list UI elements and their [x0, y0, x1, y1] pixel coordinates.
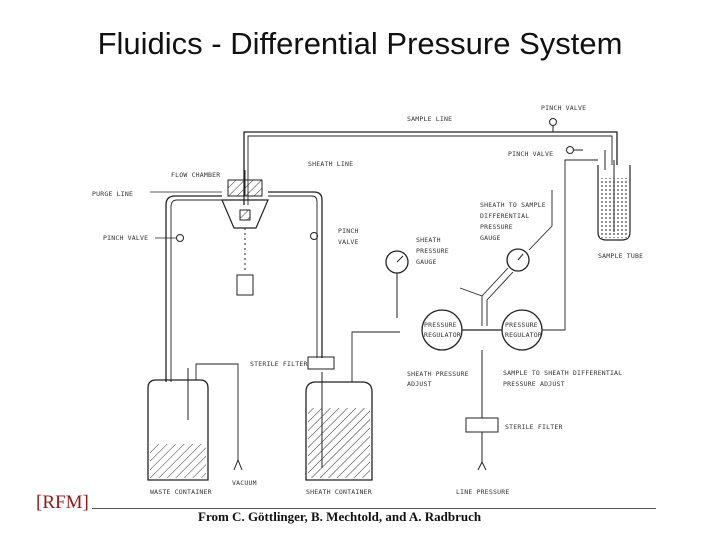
- label-sheath-gauge-3: GAUGE: [416, 258, 437, 266]
- label-sheath-gauge-1: SHEATH: [416, 236, 441, 244]
- purge-line: [150, 191, 222, 382]
- label-purge-line: PURGE LINE: [92, 190, 133, 198]
- label-gauge-2: DIFFERENTIAL: [480, 212, 529, 220]
- label-pinch-valve-top: PINCH VALVE: [541, 104, 586, 112]
- label-gauge-3: PRESSURE: [480, 223, 513, 231]
- differential-gauge-icon: [506, 248, 530, 272]
- label-pinch-mid-2: VALVE: [338, 238, 359, 246]
- label-flow-chamber: FLOW CHAMBER: [171, 171, 220, 179]
- label-sheath-container: SHEATH CONTAINER: [306, 488, 372, 496]
- pinch-valve-left-icon: [155, 234, 184, 242]
- label-regulator-left-1: PRESSURE: [424, 321, 457, 329]
- sheath-line: [268, 191, 323, 358]
- sheath-container: [305, 372, 373, 481]
- label-sample-adjust-2: PRESSURE ADJUST: [503, 380, 565, 388]
- label-waste-container: WASTE CONTAINER: [150, 488, 212, 496]
- label-sterile-filter-right: STERILE FILTER: [505, 423, 563, 431]
- vacuum-line: [195, 363, 243, 471]
- label-pinch-valve-right: PINCH VALVE: [508, 150, 553, 158]
- pressure-regulator-right-icon: [501, 309, 543, 351]
- label-regulator-left-2: REGULATOR: [424, 331, 461, 339]
- label-sample-adjust-1: SAMPLE TO SHEATH DIFFERENTIAL: [503, 369, 622, 377]
- label-vacuum: VACUUM: [232, 479, 257, 487]
- page-title: Fluidics - Differential Pressure System: [97, 26, 623, 61]
- pinch-valve-mid-icon: [310, 232, 318, 240]
- sample-tube: [597, 150, 631, 241]
- sheath-air-line: [351, 331, 400, 382]
- label-sheath-adjust-2: ADJUST: [407, 380, 432, 388]
- rfm-watermark: [RFM]: [36, 492, 89, 513]
- pressure-regulator-left-icon: [421, 309, 463, 351]
- waste-container: [147, 368, 209, 481]
- label-regulator-right-1: PRESSURE: [505, 321, 538, 329]
- label-sheath-gauge-2: PRESSURE: [416, 247, 449, 255]
- label-gauge-4: GAUGE: [480, 234, 501, 242]
- flow-chamber: [221, 170, 269, 296]
- label-regulator-right-2: REGULATOR: [505, 331, 542, 339]
- label-pinch-valve-left: PINCH VALVE: [103, 234, 148, 242]
- label-sample-line: SAMPLE LINE: [407, 115, 452, 123]
- sample-line: [243, 131, 618, 205]
- credit-text: From C. Göttlinger, B. Mechtold, and A. …: [198, 509, 482, 524]
- label-pinch-mid-1: PINCH: [338, 227, 359, 235]
- sheath-pressure-gauge-icon: [385, 250, 409, 318]
- label-gauge-1: SHEATH TO SAMPLE: [480, 201, 546, 209]
- label-sheath-adjust-1: SHEATH PRESSURE: [407, 370, 469, 378]
- label-sterile-filter-left: STERILE FILTER: [250, 360, 308, 368]
- label-sample-tube: SAMPLE TUBE: [598, 252, 643, 260]
- pinch-valve-top-icon: [549, 118, 557, 132]
- label-sheath-line: SHEATH LINE: [308, 160, 353, 168]
- regulator-manifold: [459, 159, 598, 418]
- sterile-filter-left: [307, 356, 335, 370]
- pinch-valve-right-icon: [566, 146, 583, 154]
- sterile-filter-right: [465, 417, 499, 471]
- label-line-pressure: LINE PRESSURE: [456, 488, 509, 496]
- footer-divider: [92, 508, 656, 509]
